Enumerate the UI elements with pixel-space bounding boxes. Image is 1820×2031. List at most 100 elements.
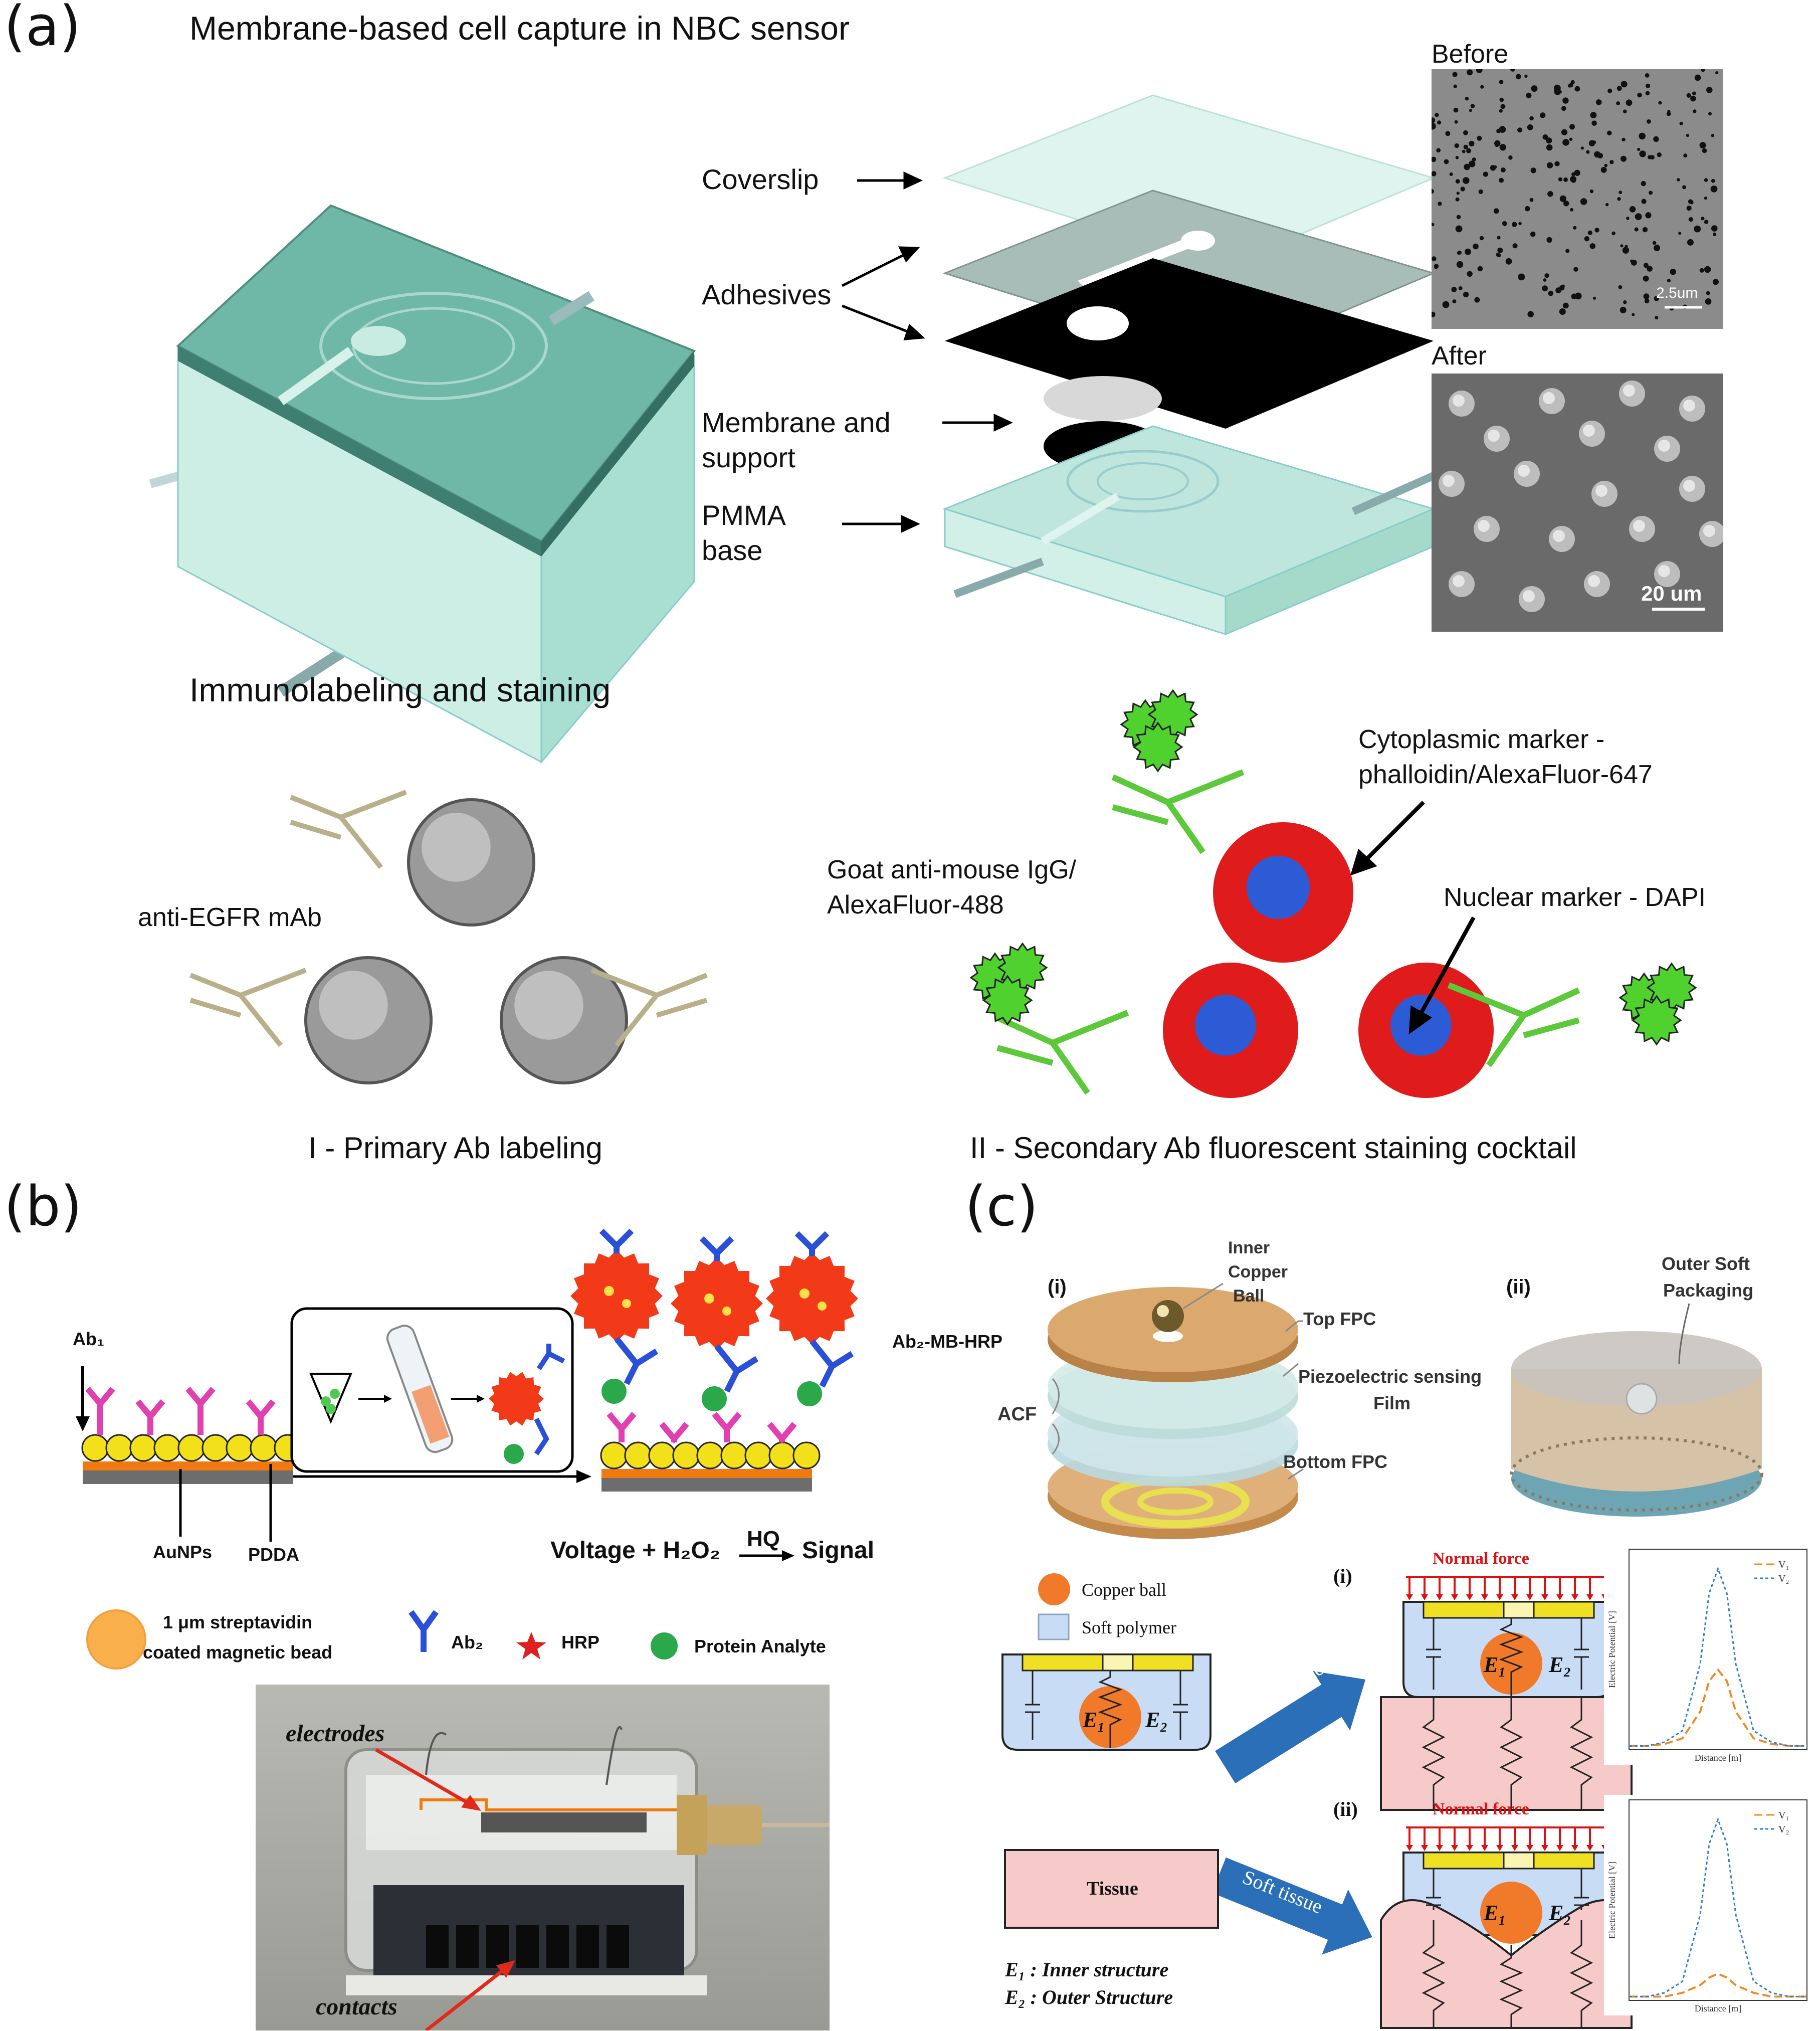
sem-cell-highlight xyxy=(1588,575,1600,587)
pore xyxy=(1637,147,1641,151)
pore xyxy=(1432,223,1435,227)
pore xyxy=(1607,130,1612,136)
hrp-dot xyxy=(818,1302,827,1311)
pore xyxy=(1632,313,1635,316)
fluorophore xyxy=(1120,699,1171,750)
pore xyxy=(1678,232,1682,235)
pore xyxy=(1622,137,1626,142)
pore xyxy=(1706,87,1713,93)
pore xyxy=(1654,296,1659,301)
force-arrowhead xyxy=(1511,1594,1518,1600)
pore xyxy=(1469,109,1472,112)
pore xyxy=(1561,129,1568,135)
sem-before-pores xyxy=(1432,69,1719,320)
gold-nanoparticle xyxy=(648,1441,676,1469)
plot-frame xyxy=(1629,1549,1807,1750)
gold-nanoparticle xyxy=(696,1441,724,1469)
label-nuclear-marker: Nuclear marker - DAPI xyxy=(1444,883,1706,912)
pore xyxy=(1620,306,1627,313)
soft-tissue-label: Soft tissue xyxy=(1239,1865,1326,1918)
pore xyxy=(1595,99,1602,105)
pore xyxy=(1708,112,1712,116)
pore xyxy=(1643,275,1649,282)
y-axis-label: Electric Potential [V] xyxy=(1607,1862,1617,1939)
gold-nanoparticle xyxy=(792,1441,821,1469)
label-acf: ACF xyxy=(997,1404,1037,1425)
force-arrowhead xyxy=(1526,1594,1533,1600)
pore xyxy=(1584,236,1589,242)
pore xyxy=(1463,177,1470,184)
legend-bead-line2: coated magnetic bead xyxy=(143,1642,333,1663)
pore xyxy=(1517,127,1523,133)
legend-soft-polymer: Soft polymer xyxy=(1082,1617,1176,1637)
pore xyxy=(1646,83,1651,88)
sem-after-label: After xyxy=(1432,341,1487,371)
panel-a-title: Membrane-based cell capture in NBC senso… xyxy=(189,10,850,47)
pore xyxy=(1666,111,1671,116)
pore xyxy=(1442,301,1450,308)
pore xyxy=(1546,137,1552,144)
pore xyxy=(1616,101,1620,105)
series-line-2 xyxy=(1629,1817,1807,1997)
e1-soft: E₁ xyxy=(1484,1901,1506,1925)
label-anti-egfr: anti-EGFR mAb xyxy=(138,903,322,932)
pore xyxy=(1496,252,1500,257)
label-piezo-line1: Piezoelectric sensing xyxy=(1298,1366,1482,1387)
pore xyxy=(1648,155,1652,159)
pore xyxy=(1647,119,1651,124)
pore xyxy=(1477,266,1483,272)
pore xyxy=(1569,124,1575,130)
force-arrowhead xyxy=(1571,1845,1578,1851)
pore xyxy=(1701,217,1705,221)
gold-nanoparticle xyxy=(153,1434,181,1462)
primary-antibody xyxy=(290,790,407,869)
pore xyxy=(1505,258,1512,265)
pore xyxy=(1621,81,1628,88)
pore xyxy=(1686,93,1691,98)
pore xyxy=(1645,73,1650,78)
magnetic-bead-hrp xyxy=(766,1252,858,1345)
ab2-antibody xyxy=(810,1339,854,1388)
pore xyxy=(1592,140,1596,144)
pore xyxy=(1573,226,1577,230)
pore xyxy=(1499,97,1504,102)
pore xyxy=(1652,241,1657,245)
legend-ab2: Ab₂ xyxy=(451,1632,483,1652)
pore xyxy=(1645,91,1650,96)
pore xyxy=(1626,217,1630,220)
pore xyxy=(1432,189,1434,194)
fluorophore xyxy=(1619,972,1670,1023)
pore xyxy=(1643,293,1650,300)
pore xyxy=(1711,134,1714,137)
pore xyxy=(1704,178,1708,182)
pore xyxy=(1569,137,1573,141)
mech-label-i: (i) xyxy=(1333,1565,1352,1587)
pore xyxy=(1452,299,1457,304)
hrp-dot xyxy=(704,1294,714,1304)
pore xyxy=(1591,120,1597,126)
pore xyxy=(1559,308,1566,315)
force-arrowhead xyxy=(1406,1594,1413,1600)
pore xyxy=(1503,223,1507,227)
sem-after-image: 20 um xyxy=(1432,374,1723,632)
device-photo: electrodes contacts xyxy=(256,1685,830,2030)
force-arrowhead xyxy=(1481,1594,1488,1600)
panel-b-letter: (b) xyxy=(4,1174,82,1238)
pore xyxy=(1453,84,1457,88)
pore xyxy=(1546,144,1553,151)
fluorophore xyxy=(982,975,1033,1026)
legend-entry-1: V₁ xyxy=(1778,1559,1789,1570)
panel-c-top-ii: (ii) xyxy=(1506,1276,1531,1298)
pore xyxy=(1618,285,1623,289)
magnetic-bead-hrp xyxy=(570,1250,663,1342)
pore xyxy=(1531,85,1538,92)
pore xyxy=(1647,266,1653,272)
pore xyxy=(1466,148,1472,153)
e1-hard: E₁ xyxy=(1484,1652,1506,1677)
sem-cell-highlight xyxy=(1443,475,1455,487)
hrp-dot xyxy=(604,1286,614,1296)
force-arrowhead xyxy=(1451,1594,1458,1600)
pore xyxy=(1478,189,1483,194)
pore xyxy=(1589,243,1596,249)
pore xyxy=(1687,239,1694,246)
